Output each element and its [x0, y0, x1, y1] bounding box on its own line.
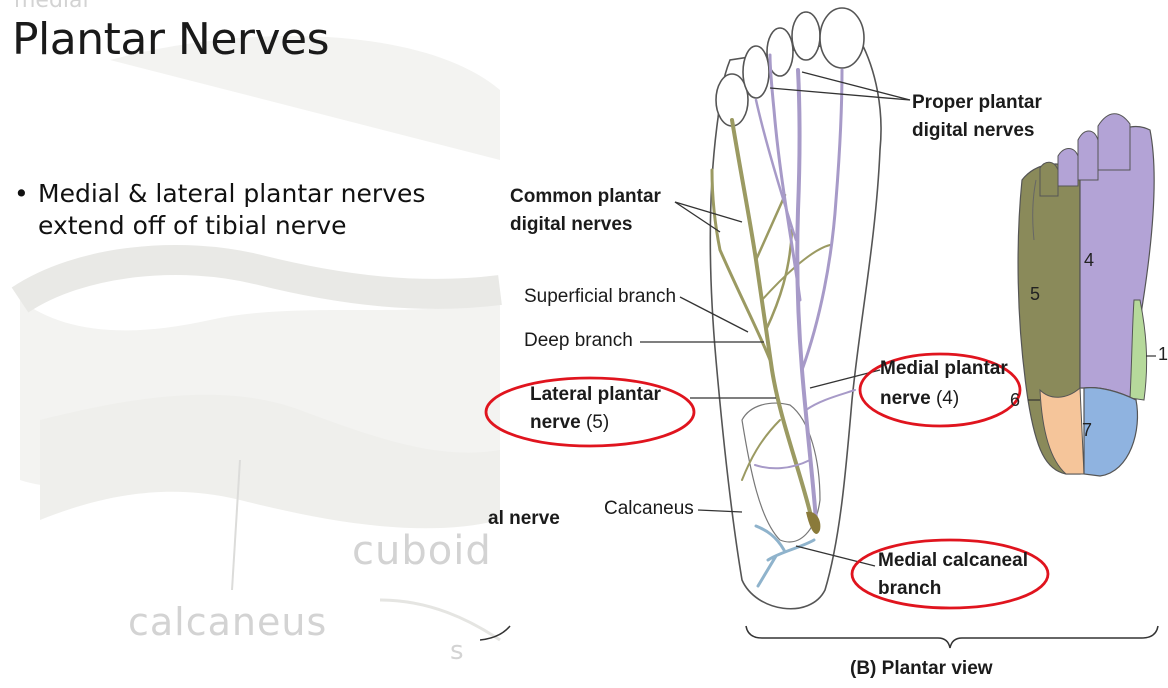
medial-calcaneal-branch — [754, 524, 816, 588]
lateral-plantar-label-2: nerve (5) — [530, 412, 609, 434]
lateral-nerve-number: (5) — [585, 412, 610, 433]
left-panel-bracket — [480, 625, 511, 641]
bullet-point: • Medial & lateral plantar nerves extend… — [14, 178, 474, 242]
medial-calcaneal-label-1: Medial calcaneal — [878, 550, 1028, 571]
lateral-nerve-word: nerve — [530, 412, 581, 433]
medial-plantar-label-2: nerve (4) — [880, 388, 959, 410]
highlight-ellipses — [484, 352, 1050, 610]
common-plantar-label-2: digital nerves — [510, 214, 633, 235]
foot-nerve-illustration — [480, 7, 1159, 649]
calcaneus-label: Calcaneus — [604, 498, 694, 519]
background-label-cuboid: cuboid — [352, 528, 492, 574]
lateral-plantar-label-1: Lateral plantar — [530, 384, 661, 405]
region-label-1: 1 — [1158, 344, 1168, 364]
region-label-4: 4 — [1084, 250, 1095, 270]
medial-nerve-number: (4) — [935, 388, 960, 409]
superficial-branch-label: Superficial branch — [524, 286, 677, 307]
leader-lines — [640, 71, 911, 567]
deep-branch-label: Deep branch — [524, 330, 633, 351]
region-label-6: 6 — [1010, 390, 1021, 410]
medial-calcaneal-label-2: branch — [878, 578, 942, 599]
plantar-view-diagram: al nerve Proper plantar digital nerves C… — [480, 0, 1168, 688]
highlight-medial-calcaneal — [850, 538, 1050, 610]
region-label-7: 7 — [1082, 420, 1093, 440]
dermatome-inset — [1017, 113, 1156, 477]
medial-nerve-word: nerve — [880, 388, 931, 409]
medial-plantar-label-1: Medial plantar — [880, 358, 1008, 379]
background-foot-illustration — [11, 36, 502, 642]
background-label-partial: s — [450, 636, 464, 666]
plantar-view-bracket — [745, 625, 1159, 649]
partial-nerve-label: al nerve — [488, 508, 560, 529]
background-label-top: medial — [14, 0, 89, 13]
background-label-calcaneus: calcaneus — [128, 600, 328, 644]
slide-title: Plantar Nerves — [12, 14, 330, 65]
highlight-medial-plantar — [858, 352, 1022, 428]
medial-plantar-nerve-branches — [754, 53, 856, 522]
proper-plantar-label-2: digital nerves — [912, 120, 1035, 141]
bullet-dot-icon: • — [14, 179, 29, 208]
proper-plantar-label-1: Proper plantar — [912, 92, 1042, 113]
plantar-view-caption: (B) Plantar view — [850, 658, 993, 679]
highlight-lateral-plantar — [484, 376, 696, 448]
region-label-5: 5 — [1030, 284, 1041, 304]
foot-outline — [709, 7, 882, 610]
common-plantar-label-1: Common plantar — [510, 186, 661, 207]
bullet-text: Medial & lateral plantar nerves extend o… — [38, 179, 426, 240]
tibial-nerve-stump — [806, 511, 821, 534]
